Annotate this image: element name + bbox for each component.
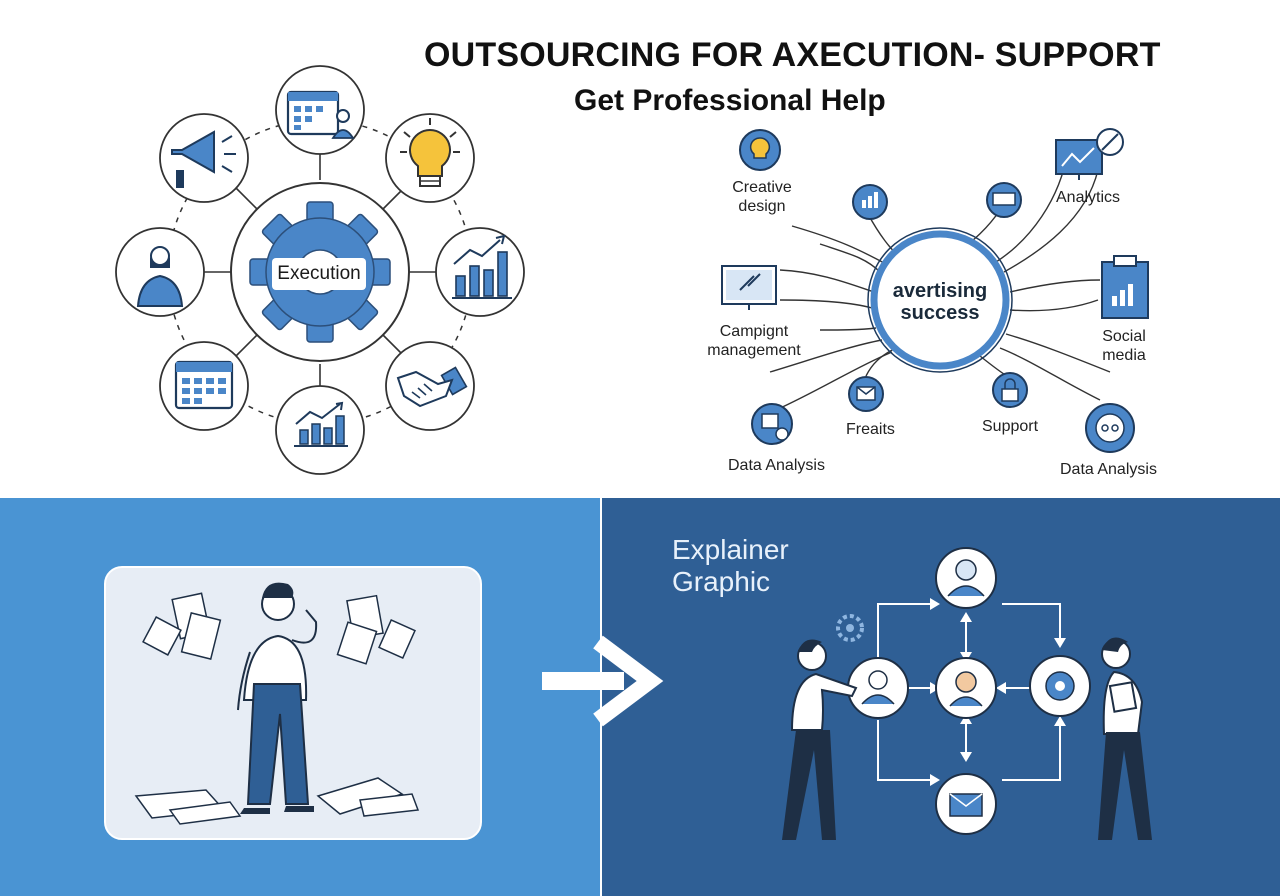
advertising-hub-label: avertising success [892,280,988,324]
label-support: Support [982,418,1039,435]
bar-chart-node [852,184,888,220]
label-campaign-management: Campignt management [707,323,801,359]
advertising-hub [870,230,1010,370]
spoke-calendar [159,341,249,431]
label-freaits: Freaits [846,421,895,438]
support-node [992,372,1028,408]
stressed-person-illustration [134,582,420,825]
lightbulb-icon [400,118,460,187]
flow-node-center [935,657,997,719]
calendar-icon [174,360,234,410]
bar-chart-growth-icon [452,234,512,299]
right-figure-illustration [1098,637,1152,840]
spoke-lightbulb [385,113,475,203]
explainer-graphic-label: Explainer Graphic [672,534,789,597]
data-analysis-left-node [751,403,793,445]
spoke-bar-chart [435,227,525,317]
label-analytics: Analytics [1056,189,1121,206]
transition-arrow-icon [542,635,664,727]
analytics-node [1055,128,1124,180]
label-creative-design: Creative design [732,179,792,215]
spoke-calendar-person [275,65,365,155]
page-title: OUTSOURCING FOR AXECUTION- SUPPORT [424,36,1161,74]
database-icon [761,413,789,441]
person-icon [136,246,184,307]
page-subtitle: Get Professional Help [574,84,886,117]
label-data-analysis-left: Data Analysis [728,457,825,474]
envelope-icon [949,793,983,817]
clipboard-chart-icon [1101,255,1149,319]
gear-small-icon [836,614,864,642]
panel-divider [600,498,602,896]
lightbulb-icon [749,137,771,159]
megaphone-icon [171,130,236,188]
connector-curves [769,149,1111,411]
flow-node-top [935,547,997,609]
execution-hub-label: Execution [272,258,366,290]
label-social-media: Social media [1102,328,1146,364]
social-media-node [1101,255,1149,319]
spoke-handshake [385,341,475,431]
flow-node-left [847,657,909,719]
spoke-megaphone [159,113,249,203]
monitor-edit-icon [721,265,777,310]
presentation-icon [992,192,1016,206]
monitor-chart-icon [1055,139,1103,180]
spoke-person [115,227,205,317]
line-chart-growth-icon [294,401,348,447]
handshake-icon [396,366,468,408]
freaits-node [848,376,884,412]
flow-node-right [1029,655,1091,717]
flying-papers-icon [134,592,420,825]
flow-node-bottom [935,773,997,835]
data-analysis-right-node [1085,403,1135,453]
presentation-node [986,182,1022,218]
explainer-flow-diagram [836,547,1091,835]
label-data-analysis-right: Data Analysis [1060,461,1157,478]
pen-icon [1101,133,1119,151]
campaign-node [721,265,777,310]
left-figure-illustration [782,639,858,840]
calendar-person-icon [286,90,355,139]
spoke-line-chart [275,385,365,475]
envelope-icon [856,386,876,401]
robot-icon [1095,413,1125,443]
lock-icon [1001,378,1019,402]
creative-design-node [739,129,781,171]
bar-chart-icon [862,192,878,208]
